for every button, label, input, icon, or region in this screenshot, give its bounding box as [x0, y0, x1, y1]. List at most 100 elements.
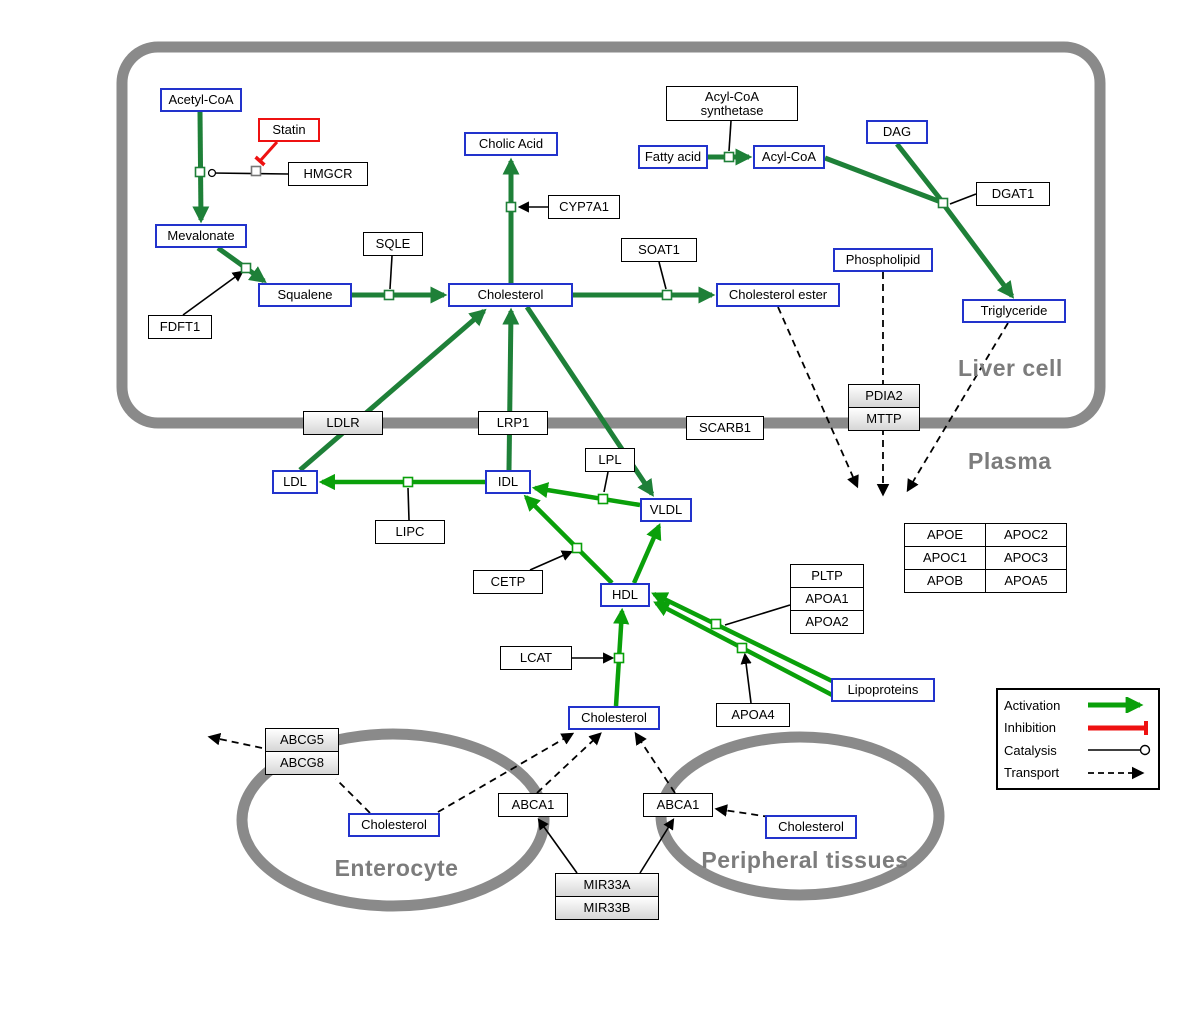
node-cholesterol-peripheral[interactable]: Cholesterol	[765, 815, 857, 839]
node-mir33a[interactable]: MIR33A	[555, 873, 659, 897]
edge-enterocyte-cholesterol-plasma-transport	[437, 732, 575, 813]
node-statin[interactable]: Statin	[258, 118, 320, 142]
edge-lpl-catalysis	[603, 471, 609, 493]
edge-idl-lrp1-cholesterol	[502, 307, 520, 471]
edge-pltp-apoa-catalysis	[724, 604, 791, 626]
node-mttp[interactable]: MTTP	[848, 407, 920, 431]
edge-cholesterolester-plasma-transport	[777, 306, 859, 489]
node-cholesterol-ester[interactable]: Cholesterol ester	[716, 283, 840, 307]
node-cholesterol-enterocyte[interactable]: Cholesterol	[348, 813, 440, 837]
node-acyl-coa-synthetase[interactable]: Acyl-CoA synthetase	[666, 86, 798, 121]
node-hdl[interactable]: HDL	[600, 583, 650, 607]
reaction-node	[937, 197, 949, 209]
node-apoc3[interactable]: APOC3	[985, 546, 1067, 570]
edge-acylcoa-dgat-junction	[824, 155, 942, 205]
node-acyl-coa-2[interactable]: Acyl-CoA	[753, 145, 825, 169]
inhibition-anchor-node	[250, 165, 262, 177]
node-scarb1[interactable]: SCARB1	[686, 416, 764, 440]
reaction-node	[710, 618, 722, 630]
edge-dgat1-catalysis	[949, 193, 977, 205]
node-abcg8[interactable]: ABCG8	[265, 751, 339, 775]
edge-mir33-abca1left	[537, 818, 578, 874]
catalysis-circle-icon	[1088, 745, 1151, 756]
node-ldl[interactable]: LDL	[272, 470, 318, 494]
edge-lipc-catalysis	[407, 487, 410, 521]
edge-mir33-abca1right	[639, 818, 675, 874]
legend-row-transport: Transport	[1004, 765, 1152, 781]
node-apob[interactable]: APOB	[904, 569, 986, 593]
node-apoc1[interactable]: APOC1	[904, 546, 986, 570]
activation-arrow-icon	[1088, 697, 1144, 714]
edge-abcg-export-transport	[207, 732, 263, 749]
edge-junction-triglyceride	[941, 203, 1015, 299]
edge-lipoproteins-hdl-upper	[651, 591, 835, 685]
edge-hdl-vldl	[631, 523, 662, 584]
node-hmgcr[interactable]: HMGCR	[288, 162, 368, 186]
edge-apoa4-catalysis	[740, 652, 752, 704]
edge-acetylcoa-mevalonate	[192, 111, 210, 224]
reaction-node	[597, 493, 609, 505]
region-label-plasma: Plasma	[968, 448, 1052, 474]
node-phospholipid[interactable]: Phospholipid	[833, 248, 933, 272]
node-triglyceride[interactable]: Triglyceride	[962, 299, 1066, 323]
node-apoc2[interactable]: APOC2	[985, 523, 1067, 547]
node-apoa4[interactable]: APOA4	[716, 703, 790, 727]
edge-sqle-catalysis	[389, 255, 393, 290]
edge-acylcoa-synthetase-catalysis	[728, 120, 732, 152]
edge-abca1left-cholesterol-transport	[536, 732, 602, 794]
node-acetyl-coa[interactable]: Acetyl-CoA	[160, 88, 242, 112]
node-cholic-acid[interactable]: Cholic Acid	[464, 132, 558, 156]
node-abca1-left[interactable]: ABCA1	[498, 793, 568, 817]
node-cholesterol-plasma[interactable]: Cholesterol	[568, 706, 660, 730]
legend-row-catalysis: Catalysis	[1004, 742, 1152, 758]
edge-vldl-idl	[531, 482, 641, 508]
node-vldl[interactable]: VLDL	[640, 498, 692, 522]
node-dag[interactable]: DAG	[866, 120, 928, 144]
node-cetp[interactable]: CETP	[473, 570, 543, 594]
node-apoa2[interactable]: APOA2	[790, 610, 864, 634]
edge-peripheral-cholesterol-abca1-transport	[714, 804, 771, 818]
node-apoe[interactable]: APOE	[904, 523, 986, 547]
node-soat1[interactable]: SOAT1	[621, 238, 697, 262]
region-label-peripheral: Peripheral tissues	[701, 847, 909, 873]
node-cholesterol-liver[interactable]: Cholesterol	[448, 283, 573, 307]
legend: Activation Inhibition Catalysis Transpor…	[996, 688, 1160, 790]
node-lpl[interactable]: LPL	[585, 448, 635, 472]
node-apoa5[interactable]: APOA5	[985, 569, 1067, 593]
node-lipoproteins[interactable]: Lipoproteins	[831, 678, 935, 702]
region-label-enterocyte: Enterocyte	[334, 855, 459, 881]
edge-ldl-ldlr-cholesterol	[298, 308, 487, 472]
legend-row-inhibition: Inhibition	[1004, 720, 1152, 736]
region-label-liver: Liver cell	[958, 355, 1063, 381]
node-lipc[interactable]: LIPC	[375, 520, 445, 544]
reaction-node	[613, 652, 625, 664]
node-squalene[interactable]: Squalene	[258, 283, 352, 307]
node-mir33b[interactable]: MIR33B	[555, 896, 659, 920]
reaction-node	[240, 262, 252, 274]
node-lcat[interactable]: LCAT	[500, 646, 572, 670]
node-sqle[interactable]: SQLE	[363, 232, 423, 256]
reaction-node	[661, 289, 673, 301]
node-abcg5[interactable]: ABCG5	[265, 728, 339, 752]
inhibition-tbar-icon	[1088, 720, 1148, 735]
reaction-node	[194, 166, 206, 178]
legend-activation-label: Activation	[1004, 697, 1061, 713]
reaction-node	[736, 642, 748, 654]
node-mevalonate[interactable]: Mevalonate	[155, 224, 247, 248]
node-fdft1[interactable]: FDFT1	[148, 315, 212, 339]
node-ldlr[interactable]: LDLR	[303, 411, 383, 435]
node-abca1-right[interactable]: ABCA1	[643, 793, 713, 817]
node-acyl-coa-synthetase-line2: synthetase	[700, 102, 764, 118]
node-acyl-coa-synthetase-line1: Acyl-CoA	[704, 88, 760, 104]
node-pdia2[interactable]: PDIA2	[848, 384, 920, 408]
node-dgat1[interactable]: DGAT1	[976, 182, 1050, 206]
node-lrp1[interactable]: LRP1	[478, 411, 548, 435]
node-apoa1[interactable]: APOA1	[790, 587, 864, 611]
node-fatty-acid[interactable]: Fatty acid	[638, 145, 708, 169]
legend-catalysis-label: Catalysis	[1004, 742, 1057, 758]
node-idl[interactable]: IDL	[485, 470, 531, 494]
node-cyp7a1[interactable]: CYP7A1	[548, 195, 620, 219]
node-pltp[interactable]: PLTP	[790, 564, 864, 588]
